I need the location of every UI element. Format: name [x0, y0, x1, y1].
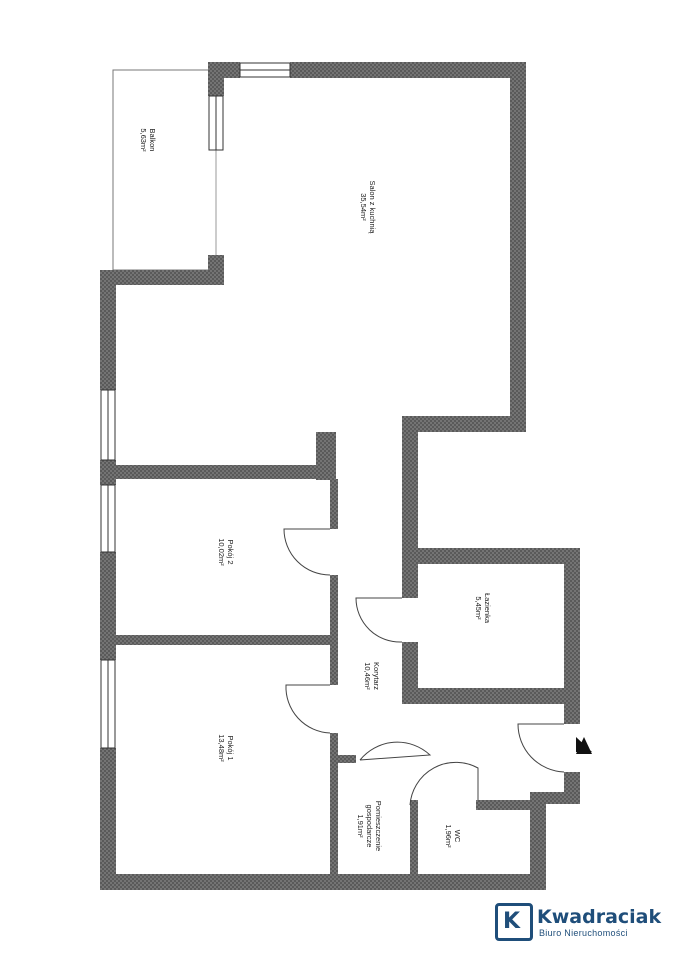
room-label-pokoj1: Pokój 1 13,48m²: [217, 734, 235, 762]
entrance-arrow-fill: [576, 737, 592, 754]
door-swings: [283, 528, 565, 806]
pokoj1-area: 13,48m²: [217, 734, 226, 762]
pomieszczenie-name-2: gospodarcze: [365, 805, 374, 848]
salon-area: 35,54m²: [359, 193, 368, 221]
room-label-wc: WC 1,96m²: [444, 824, 462, 848]
room-label-lazienka: Łazienka 5,45m²: [474, 593, 492, 624]
walls: [100, 62, 580, 890]
korytarz-name: Korytarz: [372, 662, 381, 690]
pokoj2-name: Pokój 2: [226, 539, 235, 564]
room-label-pomieszczenie: Pomieszczenie gospodarcze 1,91m²: [356, 801, 383, 851]
balkon-area: 5,63m²: [139, 128, 148, 152]
pomieszczenie-name-1: Pomieszczenie: [374, 801, 383, 851]
brand-logo: K Kwadraciak Biuro Nieruchomości: [495, 903, 661, 941]
brand-text: Kwadraciak Biuro Nieruchomości: [537, 906, 661, 938]
pokoj1-name: Pokój 1: [226, 735, 235, 760]
balkon-name: Balkon: [148, 129, 157, 152]
salon-name: Salon z kuchnią: [368, 181, 377, 235]
room-label-korytarz: Korytarz 10,46m²: [363, 662, 381, 690]
room-label-salon: Salon z kuchnią 35,54m²: [359, 181, 377, 235]
pomieszczenie-area: 1,91m²: [356, 814, 365, 838]
korytarz-area: 10,46m²: [363, 662, 372, 690]
wc-name: WC: [453, 830, 462, 843]
wc-area: 1,96m²: [444, 824, 453, 848]
windows: [100, 62, 291, 749]
room-label-balkon: Balkon 5,63m²: [139, 128, 157, 152]
brand-mark-letter: K: [503, 909, 521, 934]
brand-mark-icon: K: [495, 903, 533, 941]
room-label-pokoj2: Pokój 2 10,02m²: [217, 538, 235, 566]
lazienka-name: Łazienka: [483, 593, 492, 624]
brand-name: Kwadraciak: [537, 906, 662, 928]
balcony-outline: [112, 69, 217, 271]
brand-subtitle: Biuro Nieruchomości: [539, 928, 628, 938]
pokoj2-area: 10,02m²: [217, 538, 226, 566]
lazienka-area: 5,45m²: [474, 596, 483, 620]
